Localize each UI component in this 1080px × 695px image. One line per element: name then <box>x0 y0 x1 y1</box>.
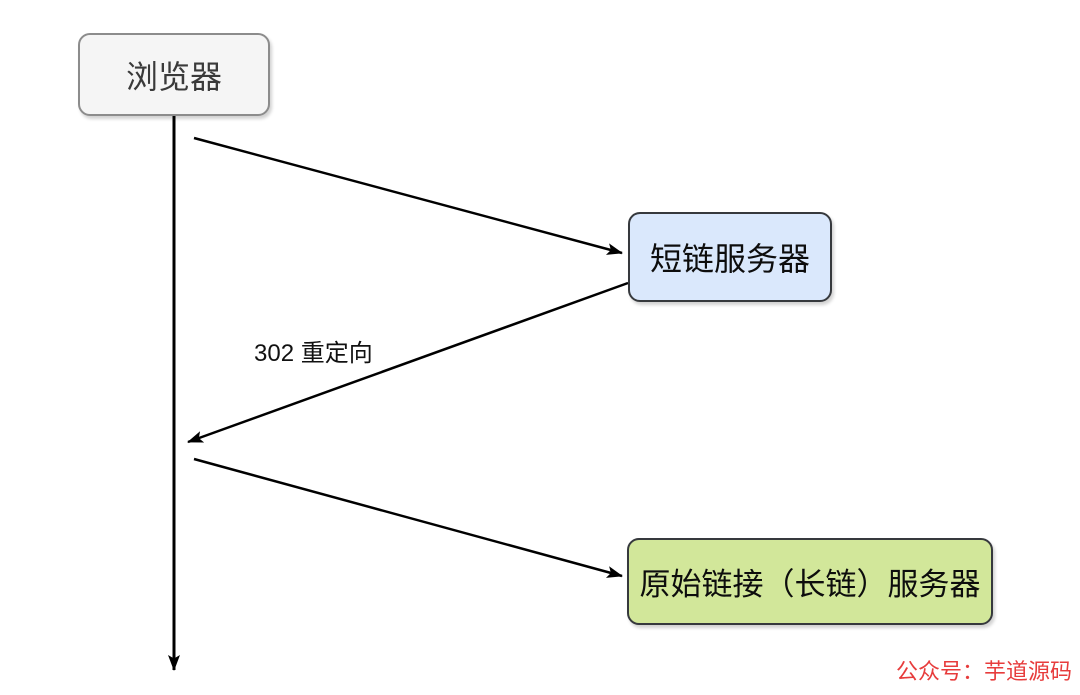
node-short-link-server: 短链服务器 <box>628 212 832 302</box>
arrow-short-server-to-browser <box>187 281 629 444</box>
redirect-302-edge-label: 302 重定向 <box>254 340 373 367</box>
node-origin-link-server-label: 原始链接（长链）服务器 <box>639 567 981 602</box>
arrow-browser-to-origin-server <box>193 457 623 578</box>
node-browser: 浏览器 <box>78 33 270 116</box>
node-origin-link-server: 原始链接（长链）服务器 <box>627 538 993 625</box>
node-browser-label: 浏览器 <box>125 58 222 95</box>
arrow-browser-to-short-server <box>193 136 623 255</box>
node-short-link-server-label: 短链服务器 <box>649 241 810 277</box>
watermark: 公众号：芋道源码 <box>895 659 1072 684</box>
